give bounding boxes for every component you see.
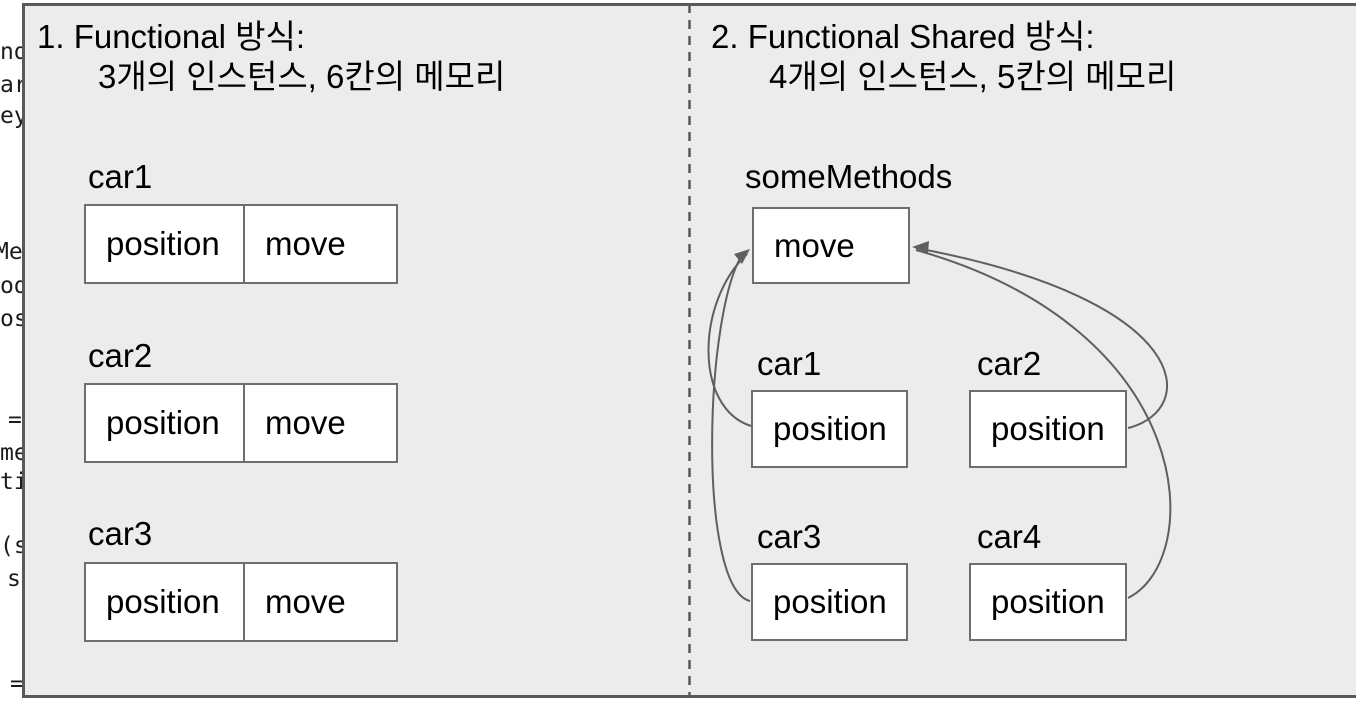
right-car3-label: car3 bbox=[757, 518, 822, 555]
left-car3-label: car3 bbox=[88, 515, 153, 552]
right-car4-position-cell: position bbox=[991, 583, 1105, 620]
right-section-title-line2: 4개의 인스턴스, 5칸의 메모리 bbox=[769, 58, 1177, 95]
left-car2-position-cell: position bbox=[86, 385, 245, 461]
code-fragment: = bbox=[8, 407, 22, 433]
left-section-title-line2: 3개의 인스턴스, 6칸의 메모리 bbox=[98, 58, 506, 95]
right-section-title-line1: 2. Functional Shared 방식: bbox=[711, 18, 1095, 55]
left-car3-position-cell: position bbox=[86, 564, 245, 640]
right-car1-memory-box: position bbox=[751, 390, 908, 468]
left-car2-memory-box: position move bbox=[84, 383, 398, 463]
right-car2-memory-box: position bbox=[969, 390, 1127, 468]
left-car2-label: car2 bbox=[88, 337, 153, 374]
code-fragment: = bbox=[10, 671, 24, 697]
left-car1-move-cell: move bbox=[265, 225, 346, 262]
left-car1-label: car1 bbox=[88, 158, 153, 195]
left-car3-move-cell: move bbox=[265, 583, 346, 620]
some-methods-box: move bbox=[752, 207, 910, 284]
left-car1-memory-box: position move bbox=[84, 204, 398, 284]
shared-move-cell: move bbox=[774, 226, 855, 264]
right-car1-label: car1 bbox=[757, 345, 822, 382]
left-section-title: 1. Functional 방식: 3개의 인스턴스, 6칸의 메모리 bbox=[37, 17, 505, 97]
some-methods-label: someMethods bbox=[745, 158, 953, 195]
left-car2-move-cell: move bbox=[265, 404, 346, 441]
right-car2-position-cell: position bbox=[991, 410, 1105, 447]
right-section-title: 2. Functional Shared 방식: 4개의 인스턴스, 5칸의 메… bbox=[711, 17, 1176, 97]
left-section-title-line1: 1. Functional 방식: bbox=[37, 18, 306, 55]
right-car4-label: car4 bbox=[977, 518, 1042, 555]
code-fragment: s bbox=[7, 566, 21, 592]
right-car3-memory-box: position bbox=[751, 563, 908, 641]
right-car1-position-cell: position bbox=[773, 410, 887, 447]
right-car2-label: car2 bbox=[977, 345, 1042, 382]
right-car4-memory-box: position bbox=[969, 563, 1127, 641]
left-car1-position-cell: position bbox=[86, 206, 245, 282]
right-car3-position-cell: position bbox=[773, 583, 887, 620]
code-fragment: Me bbox=[0, 239, 23, 265]
left-car3-memory-box: position move bbox=[84, 562, 398, 642]
